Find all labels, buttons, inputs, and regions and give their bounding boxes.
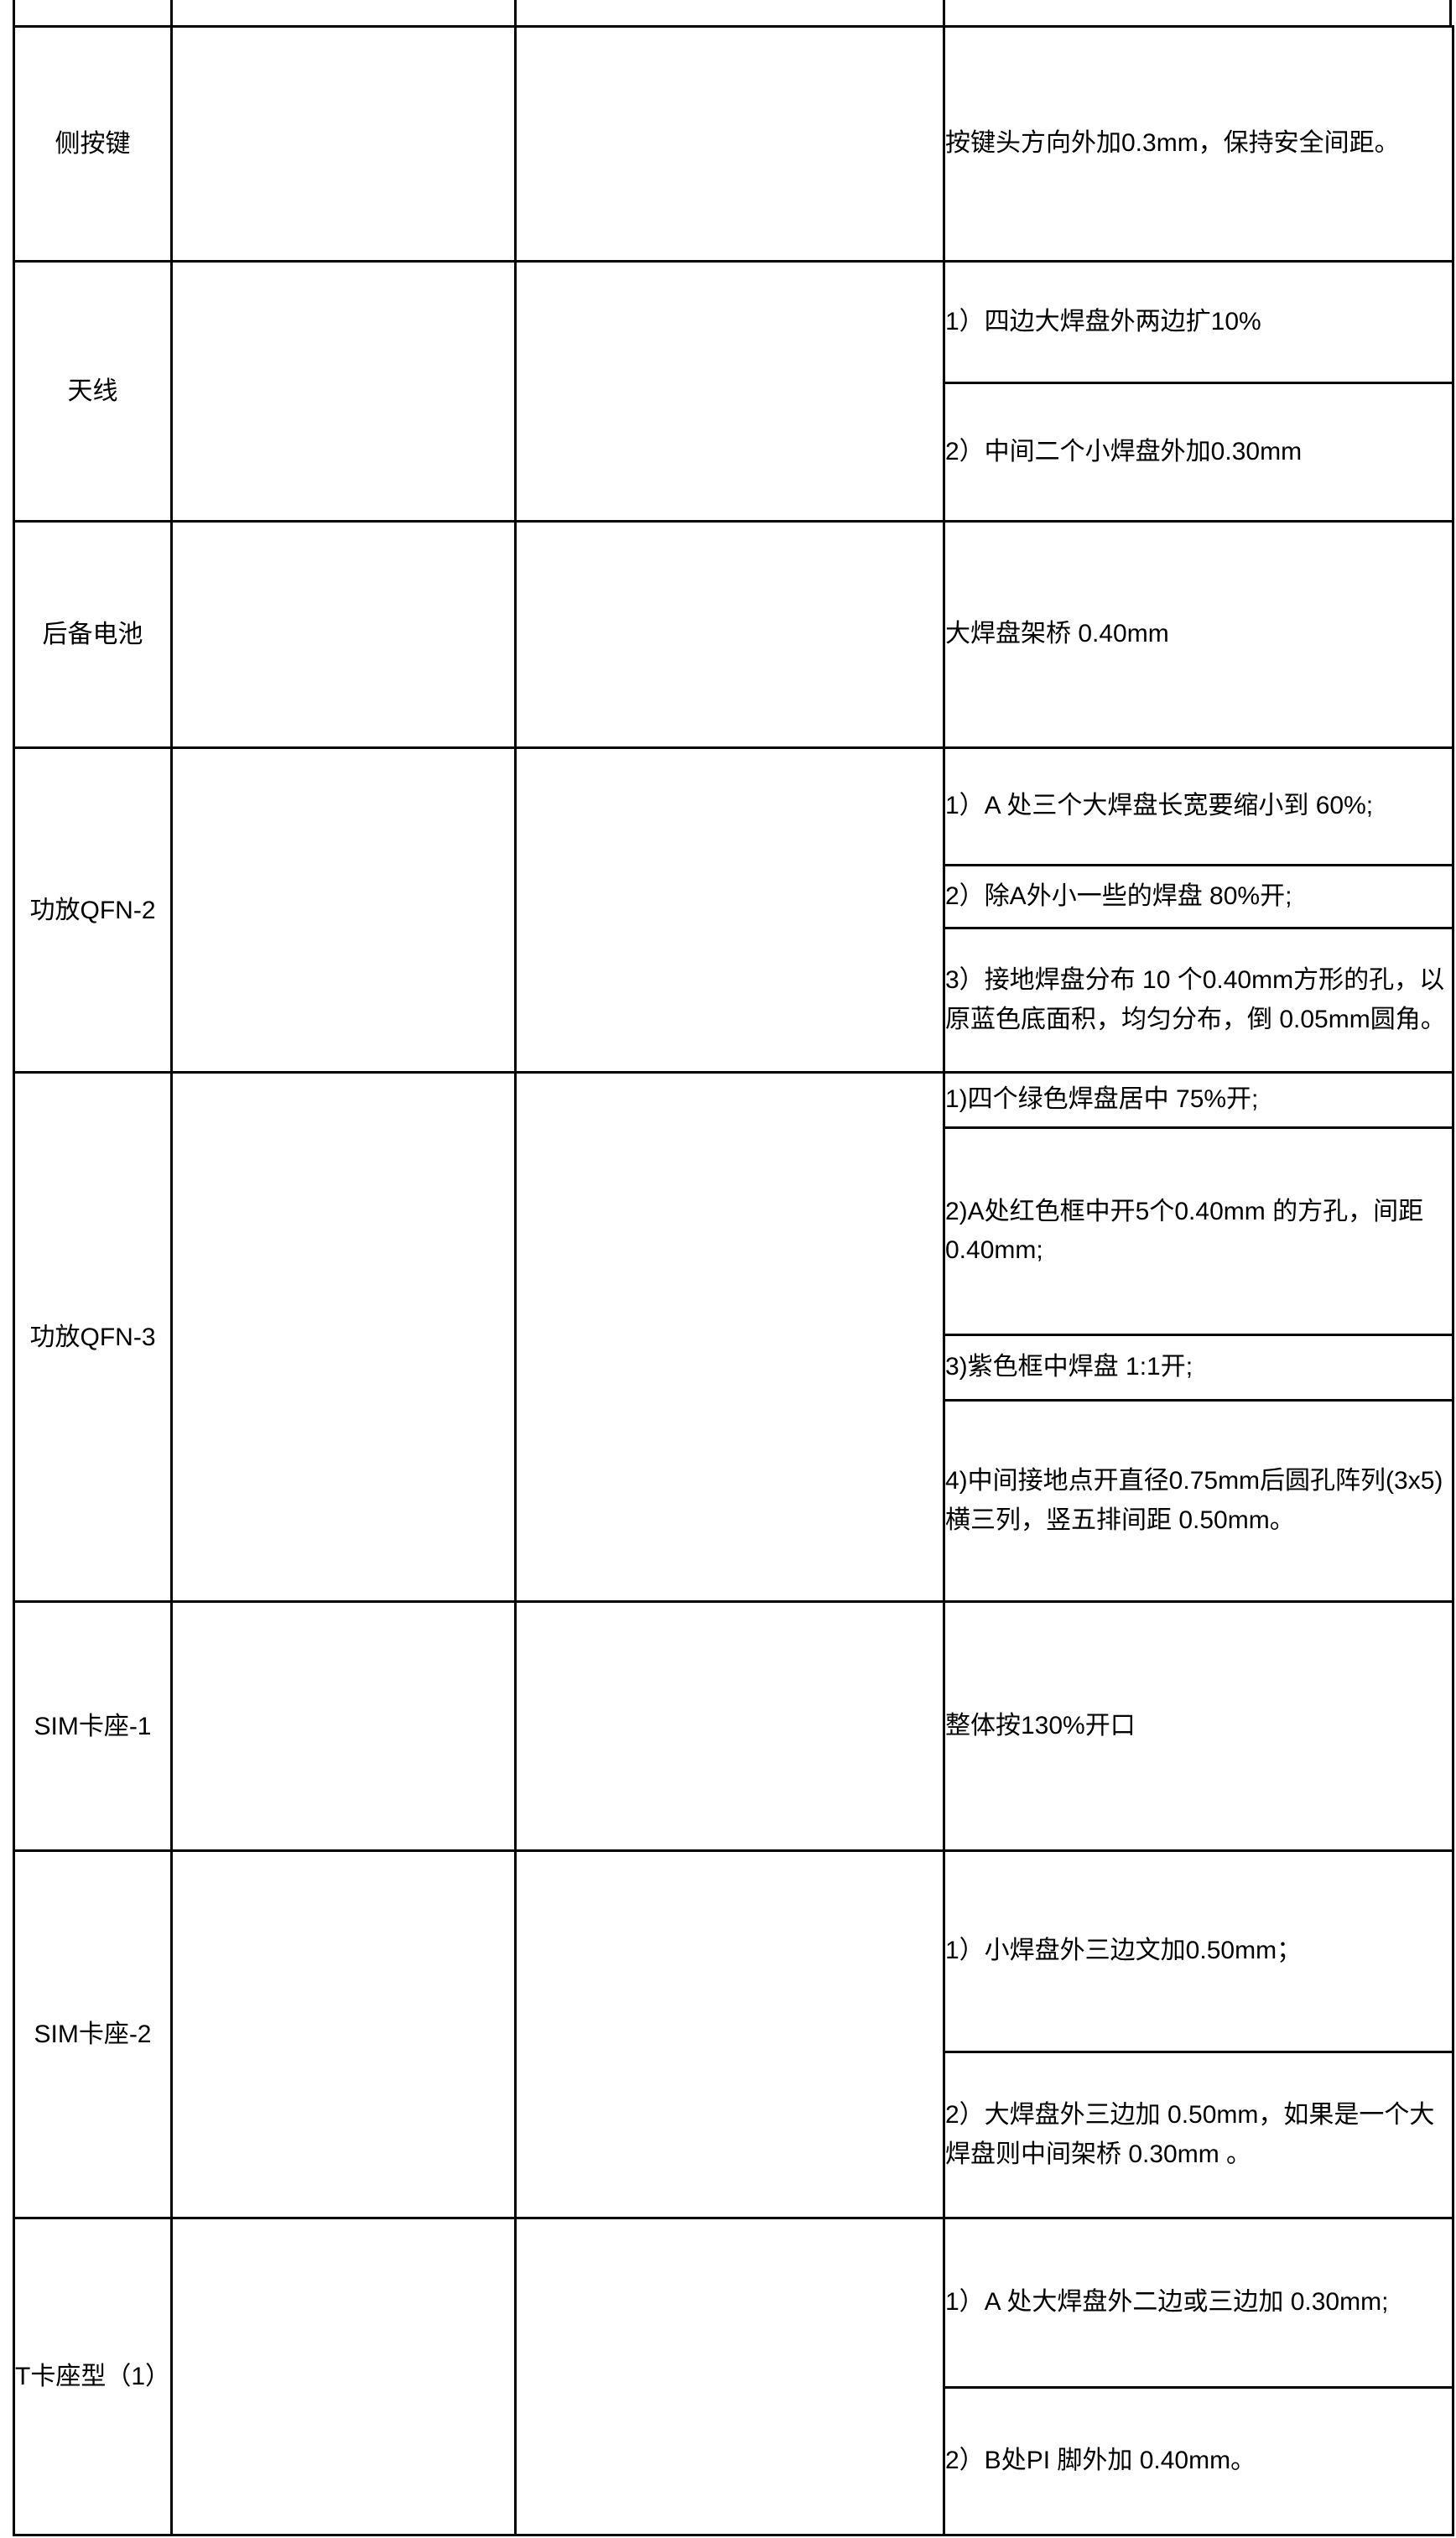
component-label-tcard: T卡座型（1） xyxy=(13,2217,173,2536)
stencil-cell-sim2: ↑←→↑←↓ xyxy=(514,1849,945,2219)
note-qfn2-1: 1）A 处三个大焊盘长宽要缩小到 60%; xyxy=(943,746,1454,866)
note-antenna-1: 1）四边大焊盘外两边扩10% xyxy=(943,260,1454,384)
stencil-spec-table: 侧按键 ↑↑↑↑↑←←→→ 按键头方向外加0.3mm，保持安全间距。 天线 ↑←… xyxy=(13,25,1454,2536)
table-grid-stub xyxy=(514,0,517,28)
original-photo-cell-sim2 xyxy=(170,1849,517,2219)
note-sim2-1: 1）小焊盘外三边文加0.50mm； xyxy=(943,1849,1454,2053)
note-qfn3-2: 2)A处红色框中开5个0.40mm 的方孔，间距 0.40mm; xyxy=(943,1126,1454,1336)
original-photo-cell-qfn2 xyxy=(170,746,517,1074)
stencil-cell-sim1 xyxy=(514,1600,945,1852)
stencil-cell-side-key: ↑↑↑↑↑←←→→ xyxy=(514,25,945,263)
original-photo-cell-sim1 xyxy=(170,1600,517,1852)
note-antenna-2: 2）中间二个小焊盘外加0.30mm xyxy=(943,382,1454,523)
stencil-cell-qfn3: A→ xyxy=(514,1071,945,1603)
original-photo-cell-qfn3 xyxy=(170,1071,517,1603)
stencil-cell-tcard: ↑←B▶加0.30◀加0.20▶↑→→↑→↓←↓A▶▶▶▶ xyxy=(514,2217,945,2536)
note-qfn3-3: 3)紫色框中焊盘 1:1开; xyxy=(943,1334,1454,1402)
note-qfn3-1: 1)四个绿色焊盘居中 75%开; xyxy=(943,1071,1454,1129)
original-photo-cell-tcard xyxy=(170,2217,517,2536)
component-label-backup-battery: 后备电池 xyxy=(13,520,173,749)
original-pads-cell-side-key xyxy=(170,25,517,263)
stencil-cell-qfn2: ▶▶▶▶A←C←B xyxy=(514,746,945,1074)
component-label-antenna: 天线 xyxy=(13,260,173,523)
note-tcard-2: 2）B处PI 脚外加 0.40mm。 xyxy=(943,2386,1454,2536)
stencil-cell-backup-battery: ↓↑s xyxy=(514,520,945,749)
note-sim1: 整体按130%开口 xyxy=(943,1600,1454,1852)
component-label-sim1: SIM卡座-1 xyxy=(13,1600,173,1852)
stencil-cell-antenna: ↑←← xyxy=(514,260,945,523)
table-grid-stub xyxy=(1449,0,1452,28)
original-pads-cell-antenna xyxy=(170,260,517,523)
note-backup-battery: 大焊盘架桥 0.40mm xyxy=(943,520,1454,749)
note-side-key: 按键头方向外加0.3mm，保持安全间距。 xyxy=(943,25,1454,263)
note-qfn2-2: 2）除A外小一些的焊盘 80%开; xyxy=(943,864,1454,929)
original-pads-cell-backup-battery xyxy=(170,520,517,749)
component-label-qfn3: 功放QFN-3 xyxy=(13,1071,173,1603)
component-label-side-key: 侧按键 xyxy=(13,25,173,263)
note-tcard-1: 1）A 处大焊盘外二边或三边加 0.30mm; xyxy=(943,2217,1454,2389)
note-sim2-2: 2）大焊盘外三边加 0.50mm，如果是一个大焊盘则中间架桥 0.30mm 。 xyxy=(943,2051,1454,2219)
table-grid-stub xyxy=(170,0,173,28)
component-label-qfn2: 功放QFN-2 xyxy=(13,746,173,1074)
note-qfn2-3: 3）接地焊盘分布 10 个0.40mm方形的孔，以原蓝色底面积，均匀分布，倒 0… xyxy=(943,927,1454,1074)
note-qfn3-4: 4)中间接地点开直径0.75mm后圆孔阵列(3x5)横三列，竖五排间距 0.50… xyxy=(943,1399,1454,1603)
table-grid-stub xyxy=(943,0,945,28)
table-grid-stub xyxy=(13,0,15,28)
component-label-sim2: SIM卡座-2 xyxy=(13,1849,173,2219)
